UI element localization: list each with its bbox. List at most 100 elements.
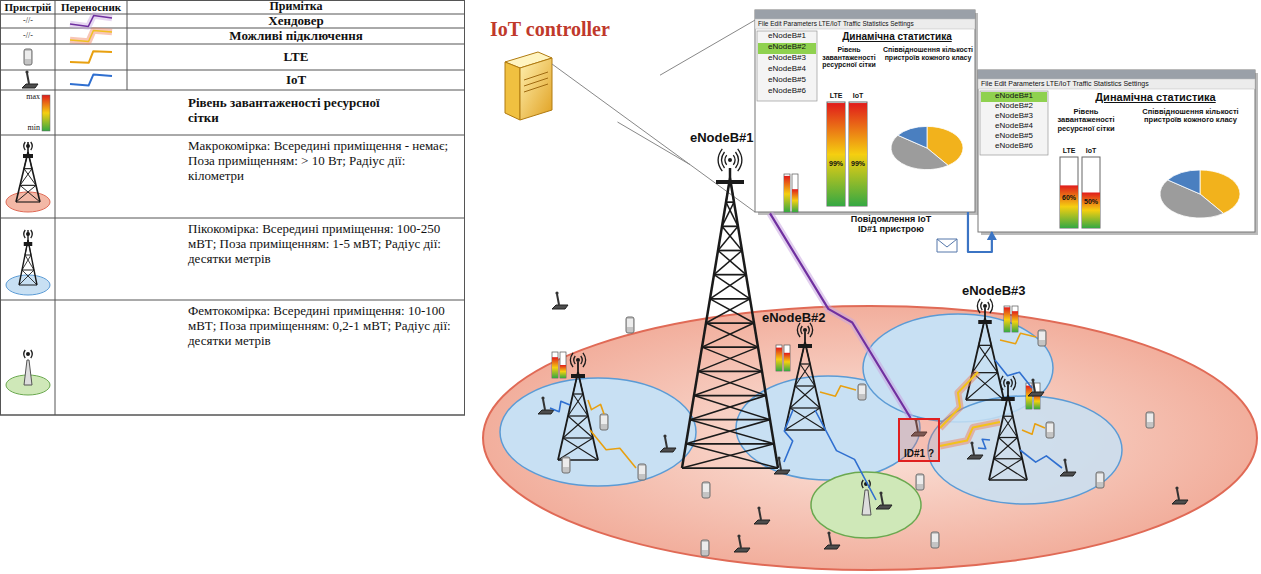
drawing-stroke	[931, 532, 939, 548]
iot-sensor-icon	[734, 534, 750, 552]
iot-sensor-icon	[1172, 486, 1188, 504]
drawing-stroke	[1168, 170, 1200, 194]
lightning-link	[940, 422, 1000, 446]
tower-icon	[558, 362, 598, 460]
drawing-stroke	[24, 152, 28, 169]
drawing-stroke	[722, 152, 725, 168]
drawing-stroke	[784, 353, 790, 371]
drawing-stroke	[702, 323, 754, 347]
connector-line	[618, 122, 691, 165]
drawing-stroke	[827, 102, 845, 206]
drawing-stroke	[774, 470, 790, 474]
drawing-stroke	[722, 202, 734, 226]
drawing-stroke	[27, 73, 29, 84]
radio-waves	[24, 142, 33, 150]
drawing-stroke	[714, 274, 746, 276]
drawing-stroke	[801, 326, 803, 334]
message-arrow	[968, 212, 992, 252]
window-text: IoT	[1082, 147, 1100, 155]
drawing-stroke	[988, 302, 990, 310]
drawing-stroke	[966, 399, 1004, 400]
station-name: eNodeB#3	[962, 284, 1026, 299]
window-text: LTE	[1060, 147, 1078, 155]
node-label-box: eNodeB#3	[962, 281, 1032, 301]
drawing-stroke	[1147, 414, 1153, 422]
drawing-stroke	[570, 353, 573, 367]
drawing-stroke	[714, 251, 742, 275]
drawing-stroke	[989, 479, 1027, 480]
drawing-stroke	[31, 350, 33, 358]
drawing-stroke	[739, 537, 741, 548]
drawing-stroke	[784, 176, 790, 212]
message-label: Повідомлення IoT ID#1 пристрою	[846, 214, 936, 235]
drawing-stroke	[755, 10, 975, 212]
window-text: eNodeB#5	[982, 132, 1046, 141]
phone-icon	[1146, 412, 1154, 428]
drawing-stroke	[686, 443, 774, 445]
window-text: eNodeB#1	[759, 32, 815, 41]
drawing-stroke	[702, 542, 708, 550]
drawing-stroke	[22, 270, 37, 285]
scale-label: min	[14, 123, 40, 132]
drawing-stroke	[555, 291, 558, 294]
drawing-stroke	[600, 414, 608, 430]
station-name: eNodeB#2	[762, 311, 826, 326]
phone-icon	[858, 384, 866, 400]
drawing-stroke	[0, 44, 465, 45]
drawing-stroke	[784, 174, 790, 212]
window-text: eNodeB#2	[759, 43, 815, 52]
drawing-stroke	[127, 0, 128, 90]
drawing-stroke	[1060, 185, 1078, 228]
phone-icon	[638, 464, 646, 480]
drawing-stroke	[710, 275, 746, 299]
drawing-stroke	[1028, 392, 1044, 396]
drawing-stroke	[25, 51, 31, 59]
drawing-stroke	[24, 49, 32, 65]
node-label-box: eNodeB#1	[690, 128, 770, 250]
window-text: Рівень завантаженості ресурсної сітки	[817, 46, 881, 69]
iot-sensor-icon	[660, 434, 676, 452]
drawing-stroke	[978, 320, 992, 324]
drawing-stroke	[755, 19, 975, 29]
femto-icon	[862, 490, 871, 515]
drawing-stroke	[1172, 500, 1188, 504]
drawing-stroke	[1063, 458, 1066, 461]
leader-line	[552, 64, 755, 212]
window-text: eNodeB#4	[759, 65, 815, 74]
drawing-stroke	[690, 396, 766, 420]
drawing-stroke	[999, 438, 1023, 459]
lightning-link	[70, 30, 112, 41]
column-header: Пристрій	[2, 1, 54, 14]
device-box: ID#1 ?	[898, 418, 940, 462]
window-text: eNodeB#2	[982, 102, 1046, 111]
ditto-mark: -//-	[2, 31, 54, 40]
pie-chart	[1160, 170, 1240, 218]
drawing-stroke	[981, 92, 1047, 102]
window-text: eNodeB#4	[982, 122, 1046, 131]
drawing-stroke	[916, 474, 924, 490]
window-text: 50%	[1082, 198, 1100, 206]
phone-icon	[600, 414, 608, 430]
drawing-stroke	[795, 386, 820, 408]
drawing-stroke	[1008, 395, 1013, 416]
drawing-stroke	[26, 352, 30, 356]
drawing-stroke	[562, 457, 570, 473]
drawing-stroke	[1060, 157, 1078, 228]
glow-stroke	[70, 30, 112, 41]
drawing-stroke	[1038, 330, 1046, 346]
drawing-stroke	[824, 545, 840, 549]
drawing-stroke	[785, 429, 825, 430]
drawing-stroke	[725, 155, 727, 165]
drawing-stroke	[601, 416, 607, 424]
drawing-stroke	[795, 385, 815, 386]
drawing-stroke	[981, 302, 983, 310]
glow-stroke	[940, 372, 978, 428]
drawing-stroke	[994, 438, 1018, 459]
legend-table	[0, 0, 465, 415]
phone-icon	[1038, 330, 1046, 346]
drawing-stroke	[706, 323, 758, 347]
legend-text: Рівень завантаженості ресурсної сітки	[188, 96, 398, 126]
drawing-stroke	[862, 480, 864, 488]
drawing-stroke	[31, 230, 33, 238]
drawing-stroke	[1096, 472, 1104, 488]
